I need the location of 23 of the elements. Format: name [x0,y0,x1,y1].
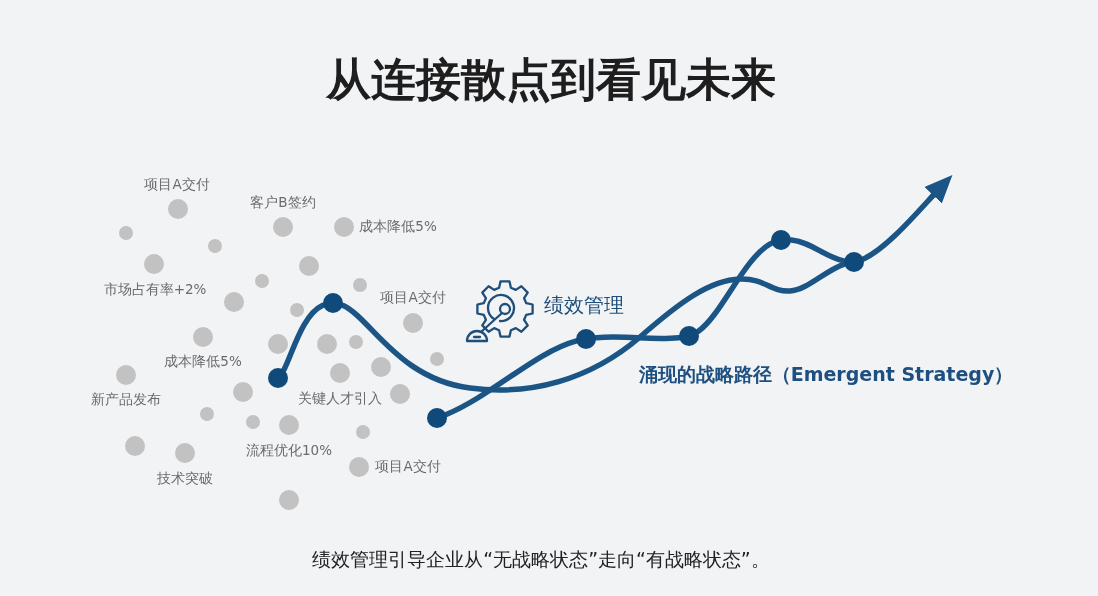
curve-line [340,261,847,393]
curve-line [281,302,326,373]
point-label: 流程优化10% [246,443,332,459]
point-label: 项目A交付 [144,177,210,193]
arrow [861,174,953,262]
point-label: 关键人才引入 [298,391,382,407]
curve-line [695,240,774,335]
point-label: 客户B签约 [250,195,316,211]
milestone-dot [679,326,699,346]
point-label: 市场占有率+2% [103,282,207,298]
curve-line [444,338,579,418]
milestone-dot [427,408,447,428]
path-label: 涌现的战略路径（Emergent Strategy） [638,364,1014,386]
caption: 绩效管理引导企业从“无战略状态”走向“有战略状态”。 [312,549,770,571]
point-label: 技术突破 [157,471,213,487]
milestone-dot [576,329,596,349]
point-label: 成本降低5% [359,219,437,235]
title: 从连接散点到看见未来 [326,54,776,106]
point-label: 新产品发布 [91,392,161,408]
milestone-dot [844,252,864,272]
milestone-dot [323,293,343,313]
milestone-dot [771,230,791,250]
milestone-dot [268,368,288,388]
